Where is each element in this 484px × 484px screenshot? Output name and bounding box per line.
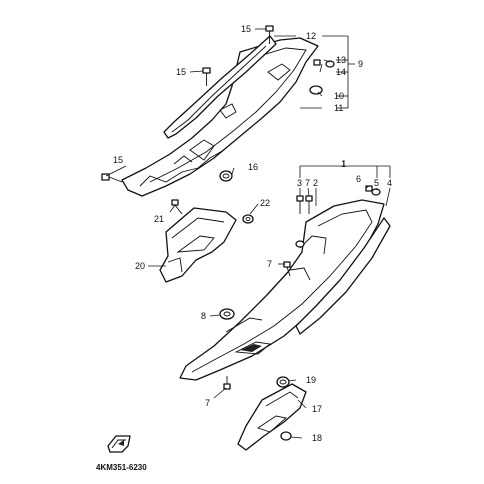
bolt-15-mid [202, 67, 211, 86]
callout-15-top: 15 [241, 24, 251, 34]
upper-trim-strip [163, 35, 277, 139]
callout-8: 8 [201, 311, 206, 321]
nut-8 [219, 308, 235, 320]
bolt-7-mid [283, 261, 291, 277]
bolt-15-left [101, 173, 123, 183]
bolt-18 [280, 431, 292, 441]
nut-22 [242, 214, 254, 224]
grommet-16 [219, 170, 233, 182]
callout-labels: 15 12 13 9 14 10 11 15 15 16 21 22 20 1 … [113, 24, 392, 443]
callout-22: 22 [260, 198, 270, 208]
screws-top-right [295, 185, 381, 248]
callout-3: 3 [297, 178, 302, 188]
bolt-15-top [265, 25, 274, 44]
callout-7-mid: 7 [267, 259, 272, 269]
bracket-20 [159, 207, 237, 283]
callout-7-top: 7 [305, 178, 310, 188]
main-side-cover [179, 199, 385, 381]
small-cover-17 [237, 383, 307, 451]
front-direction-arrow-icon [107, 435, 131, 453]
callout-4: 4 [387, 178, 392, 188]
callout-13: 13 [336, 55, 346, 65]
catalog-code: 4KM351-6230 [96, 463, 147, 472]
callout-10: 10 [334, 91, 344, 101]
upper-side-cover [121, 37, 319, 197]
callout-5: 5 [374, 178, 379, 188]
callout-12: 12 [306, 31, 316, 41]
callout-16: 16 [248, 162, 258, 172]
bolt-7-bottom [223, 376, 231, 390]
callout-18: 18 [312, 433, 322, 443]
callout-14: 14 [336, 67, 346, 77]
grommets-upper [309, 59, 335, 95]
outer-trim-strip [295, 217, 391, 335]
callout-15-left: 15 [113, 155, 123, 165]
callout-17: 17 [312, 404, 322, 414]
callout-19: 19 [306, 375, 316, 385]
grommet-19 [276, 376, 290, 388]
callout-7-bottom: 7 [205, 398, 210, 408]
leader-lines [105, 28, 391, 439]
callout-11: 11 [334, 103, 343, 113]
callout-21: 21 [154, 214, 164, 224]
callout-6: 6 [356, 174, 361, 184]
callout-2: 2 [313, 178, 318, 188]
callout-15-mid: 15 [176, 67, 186, 77]
callout-9: 9 [358, 59, 363, 69]
callout-20: 20 [135, 261, 145, 271]
callout-1: 1 [341, 159, 346, 169]
